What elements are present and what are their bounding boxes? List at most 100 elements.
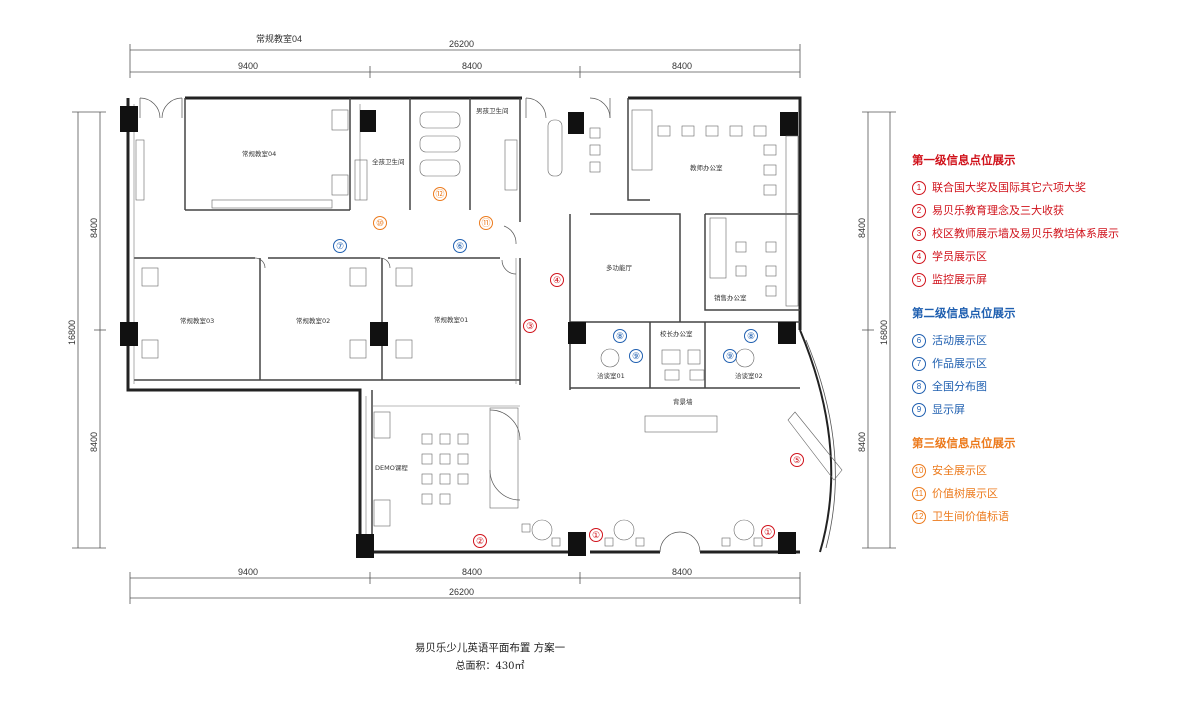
marker-11: ⑪ — [479, 216, 493, 230]
room-multifunction-hall: 多功能厅 — [606, 263, 633, 272]
svg-text:③: ③ — [526, 321, 534, 331]
legend-number-icon: 4 — [912, 249, 926, 264]
dim-top-1: 9400 — [238, 61, 258, 71]
room-background-wall: 背景墙 — [673, 397, 693, 406]
room-restroom-unisex: 全孩卫生间 — [372, 157, 405, 166]
svg-text:②: ② — [476, 536, 484, 546]
plan-area: 总面积：430㎡ — [455, 661, 525, 672]
marker-5: ⑤ — [790, 453, 804, 467]
dim-bottom-1: 9400 — [238, 567, 258, 577]
room-meeting-room01: 洽谈室01 — [597, 371, 625, 380]
room-principal-office: 校长办公室 — [660, 329, 693, 338]
legend-number-icon: 10 — [912, 463, 926, 478]
legend-number-icon: 2 — [912, 203, 926, 218]
marker-2: ② — [473, 534, 487, 548]
dim-left-2: 8400 — [89, 432, 99, 452]
svg-text:⑦: ⑦ — [336, 241, 344, 251]
marker-12: ⑫ — [433, 187, 447, 201]
legend-number-icon: 8 — [912, 379, 926, 394]
furniture — [135, 109, 843, 547]
marker-9b: ⑨ — [723, 349, 737, 363]
legend-number-icon: 9 — [912, 402, 926, 417]
room-sales-office: 销售办公室 — [714, 293, 747, 302]
dimension-lines — [72, 44, 896, 604]
legend-number-icon: 3 — [912, 226, 926, 241]
legend-level3-title: 第三级信息点位展示 — [912, 436, 1016, 450]
marker-4: ④ — [550, 273, 564, 287]
dim-bottom-3: 8400 — [672, 567, 692, 577]
interior-walls — [134, 98, 800, 552]
dim-left-total: 16800 — [67, 320, 77, 345]
dimension-labels: 常规教室04 26200 9400 8400 8400 9400 8400 84… — [67, 33, 889, 597]
room-classroom02: 常规教室02 — [296, 316, 330, 325]
dim-left-1: 8400 — [89, 218, 99, 238]
svg-text:④: ④ — [553, 275, 561, 285]
legend-number-icon: 6 — [912, 333, 926, 348]
dim-total-top: 26200 — [449, 39, 474, 49]
room-restroom-men: 男孩卫生间 — [476, 106, 509, 115]
dim-total-bottom: 26200 — [449, 587, 474, 597]
svg-text:①: ① — [592, 530, 600, 540]
plan-title: 易贝乐少儿英语平面布置 方案一 — [414, 642, 566, 654]
room-meeting-room02: 洽谈室02 — [735, 371, 763, 380]
doors — [139, 97, 701, 553]
marker-1a: ① — [589, 528, 603, 542]
pillars — [120, 106, 798, 558]
plan-caption: 易贝乐少儿英语平面布置 方案一 总面积：430㎡ — [380, 640, 600, 672]
svg-text:⑧: ⑧ — [747, 331, 755, 341]
room-classroom04: 常规教室04 — [242, 149, 276, 158]
dim-right-1: 8400 — [857, 218, 867, 238]
svg-text:⑪: ⑪ — [481, 218, 490, 228]
room-classroom03: 常规教室03 — [180, 316, 214, 325]
marker-1b: ① — [761, 525, 775, 539]
svg-text:⑫: ⑫ — [435, 189, 444, 199]
marker-3: ③ — [523, 319, 537, 333]
legend-level1-title: 第一级信息点位展示 — [912, 153, 1016, 167]
svg-text:⑨: ⑨ — [726, 351, 734, 361]
info-markers: ① ① ② ③ ④ ⑤ ⑥ ⑦ ⑧ ⑧ ⑨ ⑨ ⑩ ⑪ ⑫ — [333, 187, 804, 548]
outer-walls — [126, 96, 802, 554]
room-classroom01: 常规教室01 — [434, 315, 468, 324]
curved-facade — [799, 329, 833, 553]
legend-number-icon: 12 — [912, 509, 926, 524]
legend-number-icon: 5 — [912, 272, 926, 287]
svg-text:⑥: ⑥ — [456, 241, 464, 251]
marker-6: ⑥ — [453, 239, 467, 253]
legend-number-icon: 1 — [912, 180, 926, 195]
room-demo-course: DEMO课程 — [375, 463, 408, 472]
dim-right-2: 8400 — [857, 432, 867, 452]
legend-number-icon: 11 — [912, 486, 926, 501]
dim-top-3: 8400 — [672, 61, 692, 71]
svg-text:⑤: ⑤ — [793, 455, 801, 465]
marker-10: ⑩ — [373, 216, 387, 230]
svg-text:⑨: ⑨ — [632, 351, 640, 361]
svg-text:⑧: ⑧ — [616, 331, 624, 341]
room-labels: 常规教室04 常规教室03 常规教室02 常规教室01 全孩卫生间 男孩卫生间 … — [180, 106, 763, 472]
dim-bottom-2: 8400 — [462, 567, 482, 577]
marker-9a: ⑨ — [629, 349, 643, 363]
marker-8a: ⑧ — [613, 329, 627, 343]
legend-level2-title: 第二级信息点位展示 — [912, 306, 1016, 320]
svg-text:①: ① — [764, 527, 772, 537]
room-teacher-office: 教师办公室 — [690, 163, 723, 172]
dim-right-total: 16800 — [879, 320, 889, 345]
svg-text:⑩: ⑩ — [376, 218, 384, 228]
marker-8b: ⑧ — [744, 329, 758, 343]
